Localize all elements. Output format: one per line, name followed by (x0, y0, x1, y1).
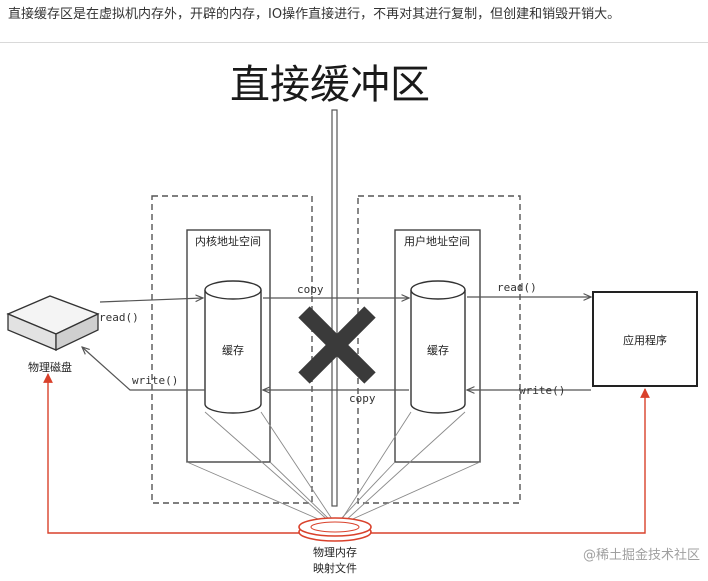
user-dashed-outline (357, 195, 521, 504)
mmap-label-line2: 映射文件 (313, 561, 357, 575)
kernel-buffer-label: 缓存 (222, 343, 244, 357)
disk-icon (6, 295, 100, 352)
kernel-space-label: 内核地址空间 (195, 234, 261, 248)
user-space-label: 用户地址空间 (404, 234, 470, 248)
mmap-lines (186, 411, 481, 523)
app-write-label: write() (519, 384, 565, 397)
blocked-x-mark (298, 306, 376, 384)
app-box (592, 291, 698, 387)
center-divider (331, 109, 338, 507)
kernel-buffer-cylinder (204, 280, 262, 414)
mmap-to-disk-line (43, 373, 299, 534)
app-label: 应用程序 (623, 333, 667, 347)
divider (0, 42, 708, 43)
user-buffer-label: 缓存 (427, 343, 449, 357)
app-read-label: read() (497, 281, 537, 294)
direct-buffer-diagram: 直接缓冲区 内核地址空间 用户地址空间 缓存 缓存 物理磁盘 应用程序 read… (6, 62, 700, 575)
mmap-to-app-line (371, 388, 650, 534)
mmap-label-line1: 物理内存 (313, 545, 357, 559)
mmap-ellipse (298, 517, 372, 542)
disk-write-label: write() (132, 374, 178, 387)
copy-bottom-label: copy (349, 392, 376, 405)
caption-text: 直接缓存区是在虚拟机内存外，开辟的内存，IO操作直接进行，不再对其进行复制，但创… (8, 7, 621, 22)
copy-top-label: copy (297, 283, 324, 296)
disk-write-arrow (82, 347, 205, 391)
disk-read-label: read() (99, 311, 139, 324)
disk-read-arrow (99, 298, 203, 303)
watermark: @稀土掘金技术社区 (583, 547, 700, 563)
diagram-title: 直接缓冲区 (230, 62, 430, 108)
user-buffer-cylinder (410, 280, 466, 414)
disk-label: 物理磁盘 (28, 360, 72, 374)
kernel-dashed-outline (151, 195, 313, 504)
